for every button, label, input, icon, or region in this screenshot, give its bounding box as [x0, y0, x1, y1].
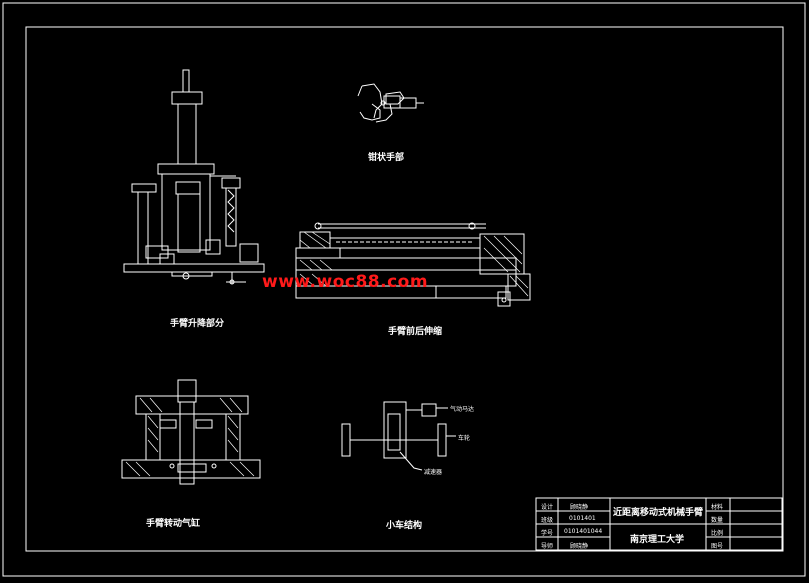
tb-school: 南京理工大学: [630, 535, 685, 545]
tb-k3: 比例: [711, 530, 724, 537]
lift-caption: 手臂升降部分: [170, 319, 225, 329]
callout-motor: 气动马达: [450, 406, 475, 413]
tb-r1c1: 设计: [541, 504, 554, 511]
callout-wheel: 车轮: [458, 435, 471, 442]
tb-r2c2: 0101401: [569, 515, 596, 522]
tb-k4: 图号: [711, 543, 724, 550]
gripper-drawing: [357, 83, 424, 123]
tb-r4c1: 导师: [541, 543, 554, 550]
cart-caption: 小车结构: [386, 521, 423, 531]
gripper-caption: 钳状手部: [368, 153, 405, 163]
tb-r3c1: 学号: [541, 530, 554, 537]
telescope-caption: 手臂前后伸缩: [388, 327, 443, 337]
tb-r1c2: 顾晓静: [570, 504, 589, 511]
inner-border: [25, 26, 784, 552]
watermark: www.woc88.com: [262, 272, 429, 292]
tb-drawing-title: 近距离移动式机械手臂: [613, 508, 704, 518]
cart-drawing: [341, 401, 456, 471]
rotate-drawing: [121, 379, 261, 485]
telescope-drawing: [295, 222, 531, 307]
tb-k2: 数量: [711, 517, 724, 524]
title-block-frame: [535, 497, 783, 551]
callout-reducer: 减速器: [424, 469, 443, 476]
tb-r4c2: 顾晓静: [570, 543, 589, 550]
lift-drawing: [123, 69, 265, 285]
tb-r2c1: 班级: [541, 517, 554, 524]
rotate-caption: 手臂转动气缸: [146, 519, 201, 529]
tb-k1: 材料: [711, 504, 724, 511]
tb-r3c2: 0101401044: [564, 528, 603, 535]
